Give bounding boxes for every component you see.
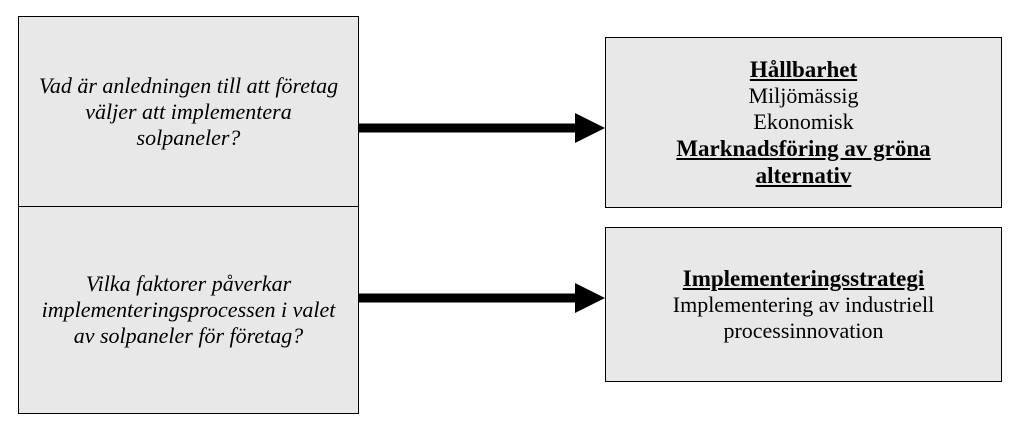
question-factors-text: Vilka faktorer påverkar implementeringsp… <box>41 271 336 348</box>
result-box-sustainability: Hållbarhet Miljömässig Ekonomisk Marknad… <box>605 37 1002 208</box>
heading-green-marketing: Marknadsföring av gröna alternativ <box>676 136 931 188</box>
heading-sustainability: Hållbarhet <box>749 57 858 82</box>
item-environmental: Miljömässig <box>748 83 859 108</box>
heading-implementation-strategy: Implementeringsstrategi <box>682 266 925 291</box>
arrow-2 <box>359 283 605 313</box>
question-box-factors: Vilka faktorer påverkar implementeringsp… <box>18 206 359 414</box>
question-reasons-text: Vad är anledningen till att företag välj… <box>38 72 339 150</box>
result-box-strategy: Implementeringsstrategi Implementering a… <box>605 227 1002 382</box>
strategy-description: Implementering av industriell processinn… <box>672 292 935 343</box>
arrow-1 <box>359 113 605 143</box>
item-economic: Ekonomisk <box>753 109 854 134</box>
question-box-reasons: Vad är anledningen till att företag välj… <box>18 16 359 207</box>
